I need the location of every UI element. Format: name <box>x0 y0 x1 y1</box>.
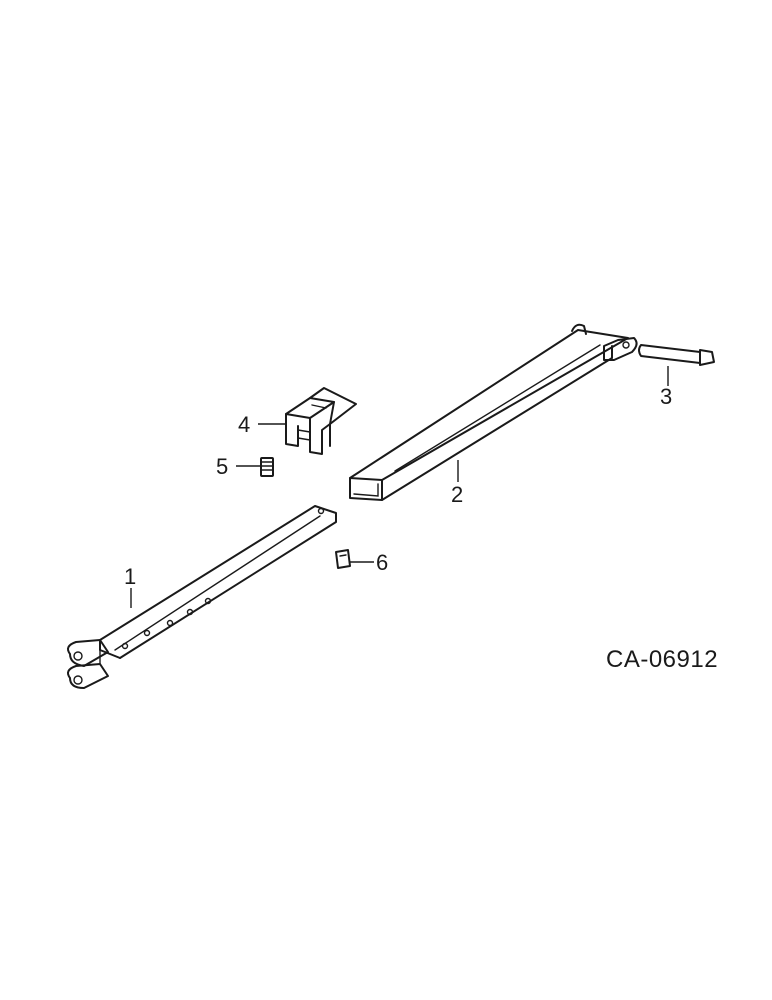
part-1-drawbar <box>67 505 337 689</box>
figure-id: CA-06912 <box>606 646 718 673</box>
part-2-tube <box>349 323 638 501</box>
callout-6: 6 <box>376 550 388 575</box>
part-4-bracket <box>285 387 357 455</box>
callout-4: 4 <box>238 412 250 437</box>
callout-5: 5 <box>216 454 228 479</box>
callout-1: 1 <box>124 564 136 589</box>
part-3-pin <box>638 344 715 366</box>
part-5-spring <box>260 457 274 477</box>
callout-2: 2 <box>451 482 463 507</box>
part-6-clip <box>335 549 351 569</box>
callout-3: 3 <box>660 384 672 409</box>
